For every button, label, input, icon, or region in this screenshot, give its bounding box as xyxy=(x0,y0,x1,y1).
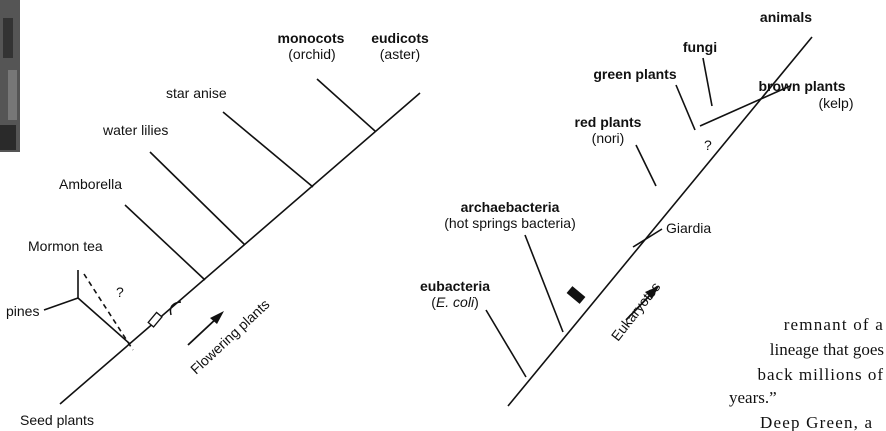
pines-label: pines xyxy=(6,303,39,319)
eudicots-example: (aster) xyxy=(380,46,420,62)
question-mark: ? xyxy=(116,284,124,300)
giardia-label: Giardia xyxy=(666,220,711,236)
eubacteria-example: (E. coli) xyxy=(431,294,478,310)
star-anise-branch xyxy=(222,111,314,188)
fungi-label: fungi xyxy=(683,39,717,55)
mormon-tea-label: Mormon tea xyxy=(28,238,103,254)
side-text-line-4: years.” xyxy=(729,388,777,407)
plant-backbone xyxy=(59,92,421,405)
divergence-bracket xyxy=(169,301,182,316)
pines-branch xyxy=(43,297,79,311)
side-text-line-3: back millions of xyxy=(758,365,884,384)
life-question-mark: ? xyxy=(704,137,712,153)
flowering-arrow-shaft xyxy=(187,316,219,346)
side-text: remnant of a lineage that goes back mill… xyxy=(729,315,884,431)
archaebacteria-label: archaebacteria xyxy=(461,199,560,215)
eudicots-label: eudicots xyxy=(371,30,429,46)
uncertain-branch xyxy=(83,273,134,351)
eubacteria-label: eubacteria xyxy=(420,278,490,294)
brown-plants-example: (kelp) xyxy=(818,95,853,111)
eukaryote-marker xyxy=(566,286,586,304)
archaebacteria-example: (hot springs bacteria) xyxy=(444,215,576,231)
monocots-branch xyxy=(316,78,376,132)
seed-plants-label: Seed plants xyxy=(20,412,94,428)
photo-fragment xyxy=(0,0,20,152)
amborella-branch xyxy=(124,204,206,281)
eubacteria-branch xyxy=(485,309,527,378)
giardia-branch xyxy=(632,228,663,248)
flowering-plants-label: Flowering plants xyxy=(187,296,272,377)
green-plants-label: green plants xyxy=(593,66,676,82)
monocots-example: (orchid) xyxy=(288,46,335,62)
star-anise-label: star anise xyxy=(166,85,227,101)
gymnosperm-branch xyxy=(77,297,131,345)
life-tree: Eukaryotes eubacteria (E. coli) archaeba… xyxy=(420,9,854,407)
plant-tree: Flowering plants Amborella water lilies … xyxy=(6,30,429,428)
archaebacteria-branch xyxy=(524,234,564,333)
eukaryotes-arrow-head xyxy=(645,286,659,299)
water-lilies-branch xyxy=(149,151,246,246)
monocots-label: monocots xyxy=(278,30,345,46)
divergence-marker xyxy=(147,311,163,328)
red-plants-branch xyxy=(635,144,657,187)
red-plants-label: red plants xyxy=(575,114,642,130)
fungi-branch xyxy=(702,57,713,107)
flowering-arrow-head xyxy=(210,311,224,324)
red-plants-example: (nori) xyxy=(592,130,625,146)
brown-plants-label: brown plants xyxy=(758,78,845,94)
side-text-line-1: remnant of a xyxy=(784,315,884,334)
amborella-label: Amborella xyxy=(59,176,122,192)
eukaryotes-arrow-shaft xyxy=(625,292,653,321)
side-text-line-2: lineage that goes xyxy=(770,340,884,359)
animals-label: animals xyxy=(760,9,812,25)
eukaryotes-label: Eukaryotes xyxy=(608,279,664,344)
green-plants-branch xyxy=(675,84,696,131)
brown-plants-branch xyxy=(699,85,791,127)
side-text-line-5: Deep Green, a xyxy=(760,413,873,431)
water-lilies-label: water lilies xyxy=(102,122,168,138)
